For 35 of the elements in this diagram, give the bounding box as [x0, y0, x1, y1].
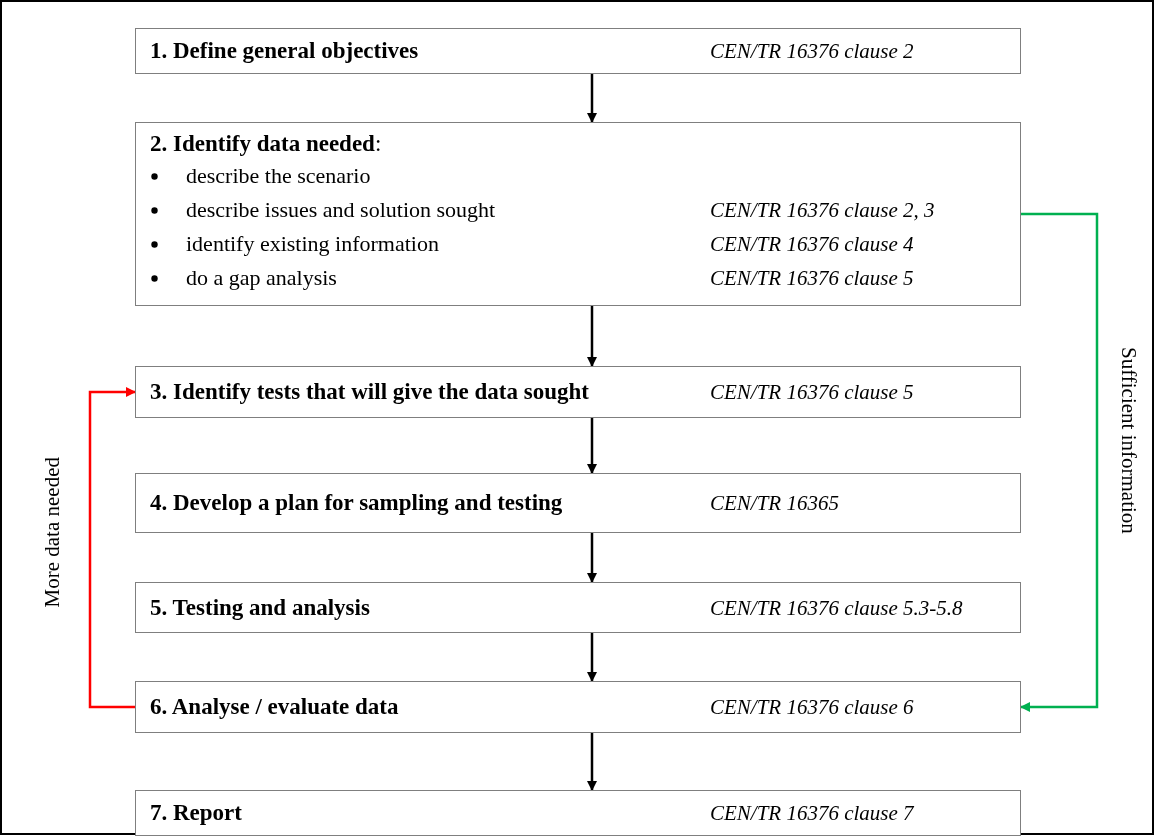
reference-text: CEN/TR 16376 clause 5.3-5.8 [710, 594, 964, 622]
reference-text: CEN/TR 16376 clause 5 [710, 265, 915, 292]
reference-text: CEN/TR 16376 clause 4 [710, 231, 915, 258]
arrow [587, 633, 597, 682]
bullet-item: do a gap analysis [186, 264, 337, 292]
step-title: 1. Define general objectives [150, 37, 420, 65]
arrow [587, 418, 597, 474]
bullet-item: identify existing information [186, 230, 439, 258]
heading-text: 2. Identify data needed: [150, 130, 383, 158]
bullet-item: describe the scenario [186, 162, 371, 190]
process-box [135, 582, 1021, 633]
step-title: 6. Analyse / evaluate data [150, 693, 400, 721]
step-title: 4. Develop a plan for sampling and testing [150, 489, 564, 517]
process-box [135, 473, 1021, 533]
process-box [135, 122, 1021, 306]
reference-text: CEN/TR 16376 clause 6 [710, 694, 915, 721]
reference-text: CEN/TR 16376 clause 2, 3 [710, 197, 936, 224]
arrow [587, 74, 597, 123]
arrow [587, 306, 597, 367]
reference-text: CEN/TR 16376 clause 7 [710, 800, 915, 827]
step-title: 7. Report [150, 799, 243, 827]
reference-text: CEN/TR 16365 [710, 490, 840, 517]
reference-text: CEN/TR 16376 clause 2 [710, 38, 915, 65]
process-box [135, 681, 1021, 733]
step-title: 5. Testing and analysis [150, 593, 371, 622]
arrow [1020, 212, 1099, 712]
arrow [587, 533, 597, 583]
process-box [135, 790, 1021, 836]
arrow [88, 387, 136, 709]
arrow [587, 733, 597, 791]
process-box [135, 28, 1021, 74]
process-box [135, 366, 1021, 418]
bullet-item: describe issues and solution sought [186, 196, 496, 224]
step-title: 3. Identify tests that will give the data sought [150, 378, 590, 406]
reference-text: CEN/TR 16376 clause 5 [710, 379, 915, 406]
